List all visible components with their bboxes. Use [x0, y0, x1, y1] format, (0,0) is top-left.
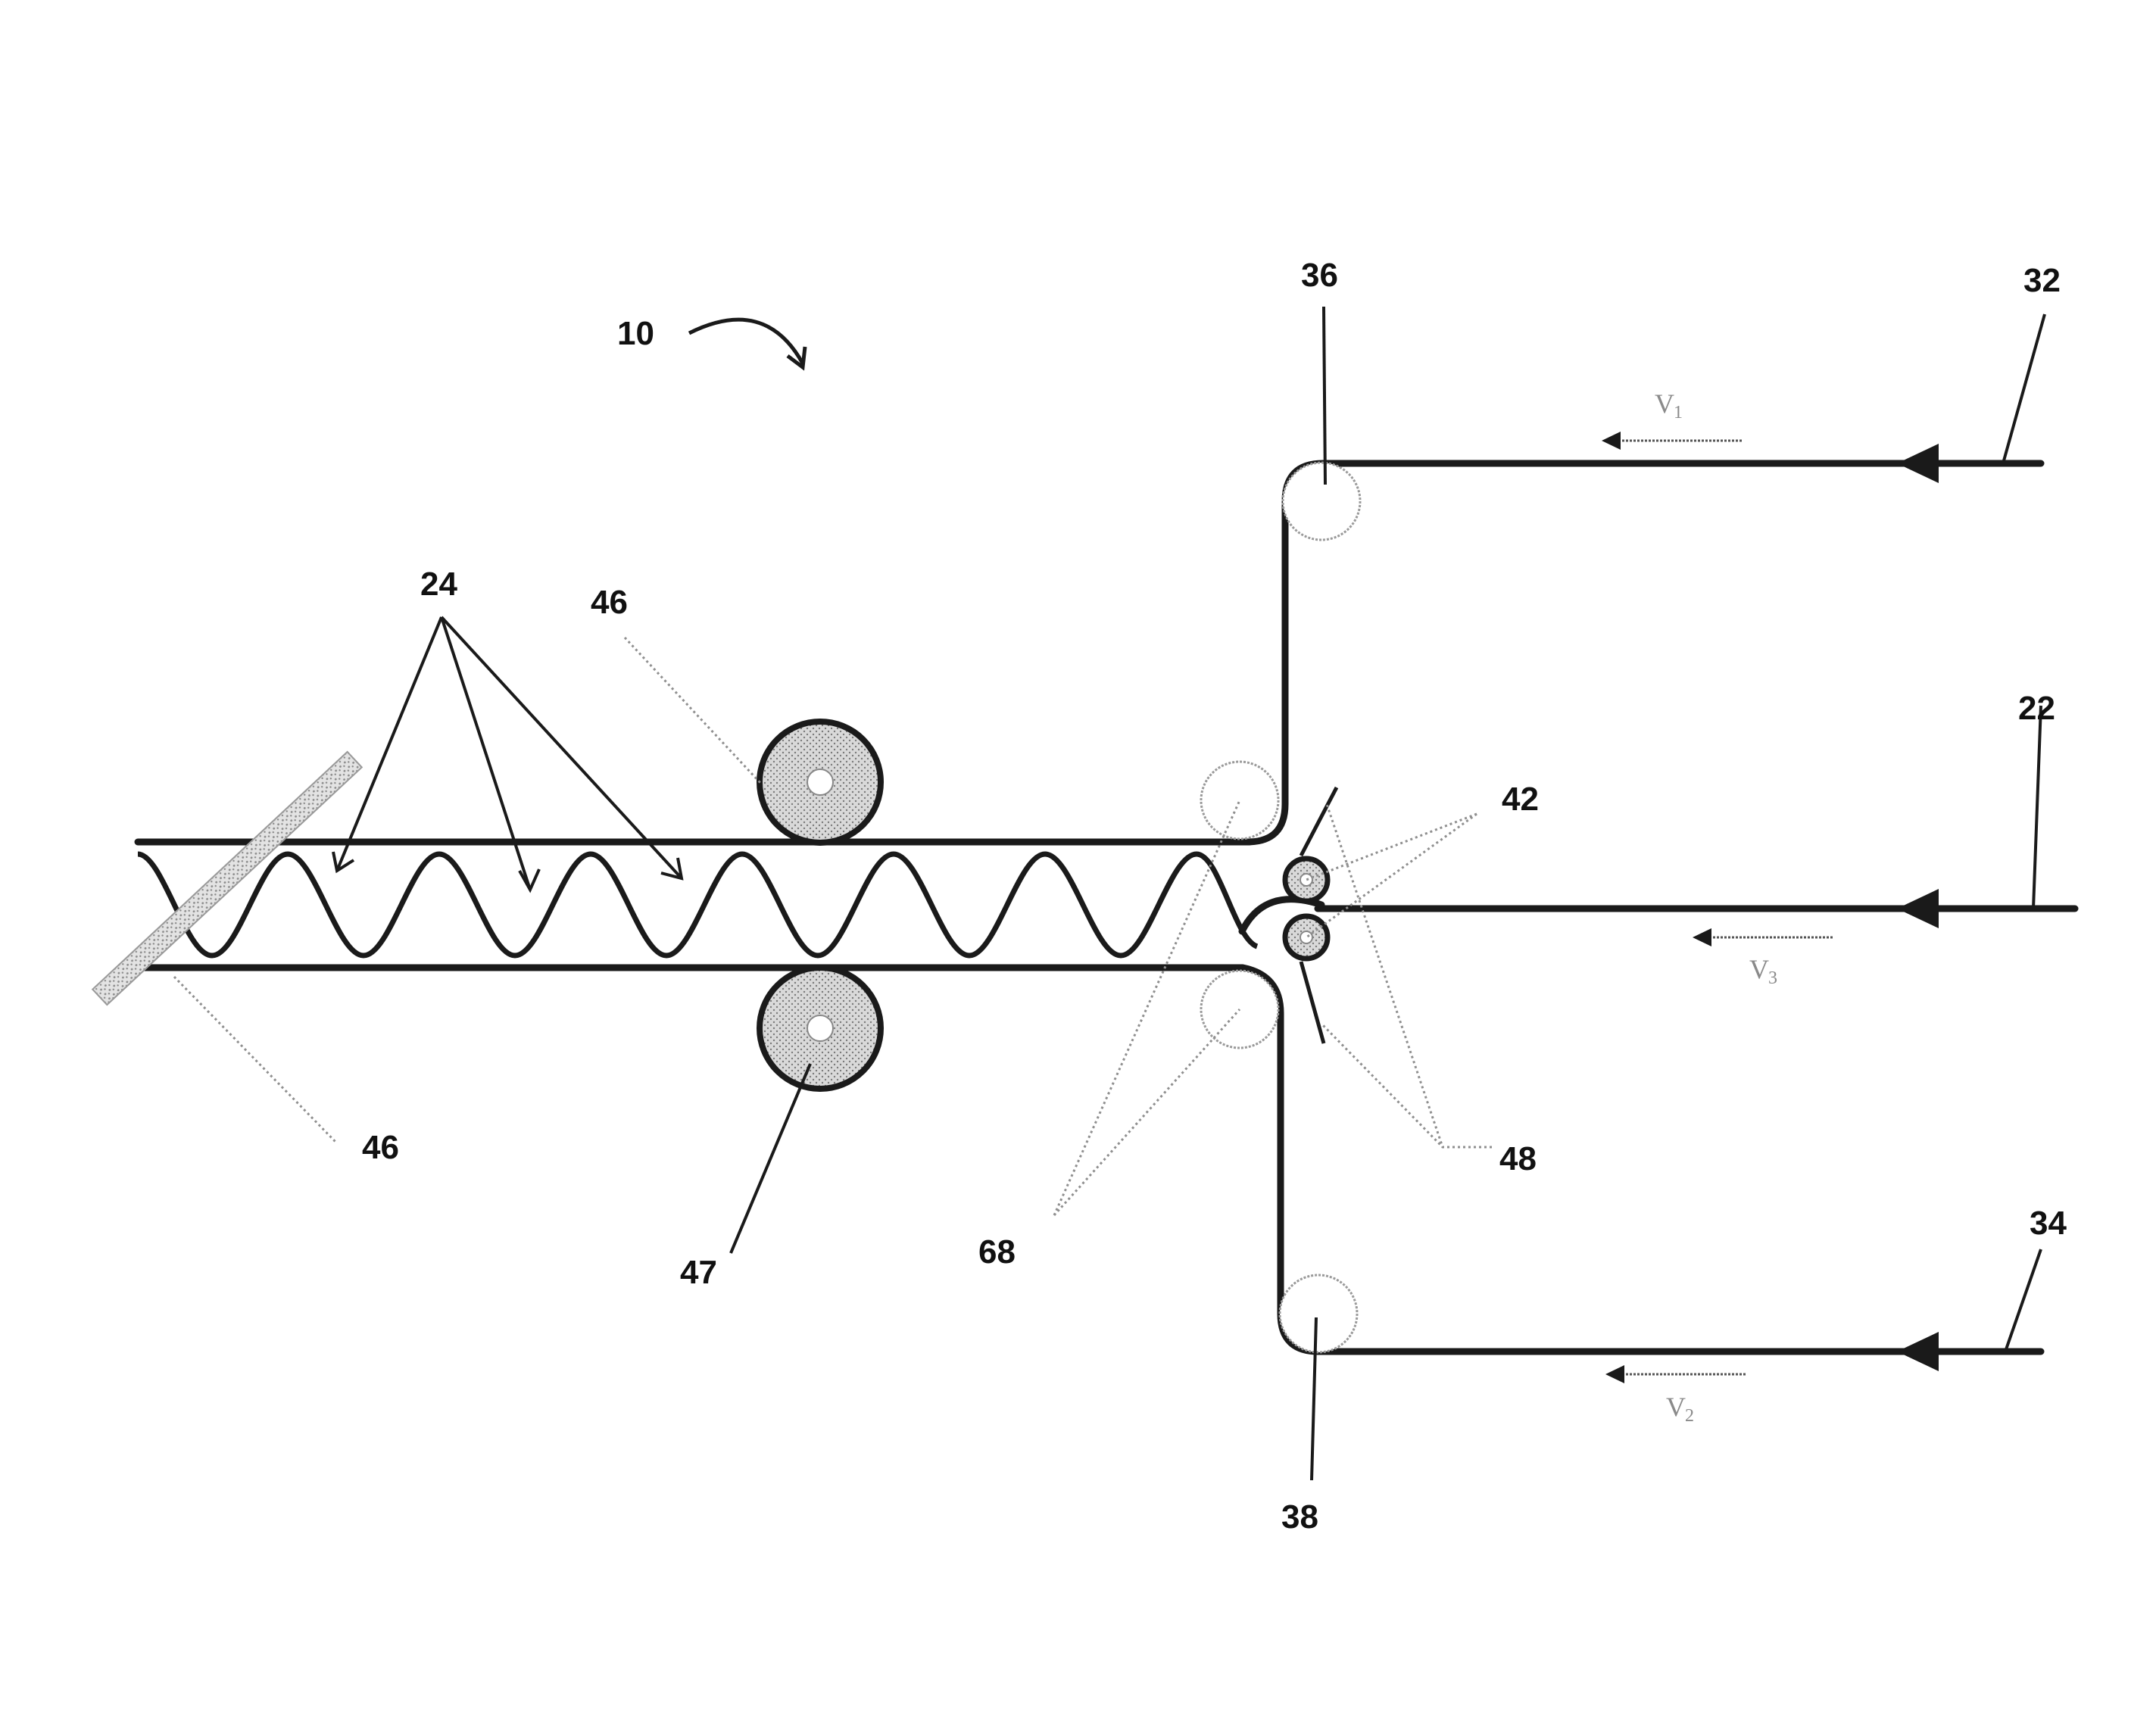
- label-press-roll-lower: 47: [680, 1254, 717, 1291]
- assembly-arrow: [689, 320, 803, 363]
- label-top-roll: 36: [1301, 257, 1338, 294]
- label-idler-rolls: 68: [978, 1233, 1016, 1271]
- svg-text:V: V: [1749, 954, 1769, 984]
- svg-text:1: 1: [1674, 403, 1683, 422]
- label-core-sheet: 22: [2018, 690, 2055, 727]
- upper-nip-roll-hub: [1300, 874, 1312, 886]
- nip-roll-leaders: [1306, 814, 1477, 937]
- top-guide-roll: [1283, 463, 1360, 540]
- svg-text:2: 2: [1685, 1406, 1694, 1426]
- top-sheet-arrowhead: [1897, 444, 1939, 483]
- press-roll-leader: [625, 638, 761, 784]
- velocity-top: V 1: [1602, 388, 1742, 450]
- label-top-sheet: 32: [2023, 262, 2061, 299]
- svg-text:V: V: [1666, 1392, 1686, 1422]
- upper-press-roll-hub: [807, 769, 833, 795]
- core-sheet-leader: [2033, 706, 2041, 909]
- core-sheet-arrowhead: [1897, 889, 1939, 928]
- svg-text:3: 3: [1768, 968, 1777, 988]
- bottom-guide-roll: [1280, 1275, 1357, 1352]
- guide-leaders: [1321, 804, 1492, 1147]
- label-assembly: 10: [617, 315, 654, 352]
- upper-idler-roll: [1201, 762, 1278, 839]
- lower-guide: [1301, 962, 1324, 1043]
- top-sheet-leader: [2003, 314, 2045, 463]
- corrugated-medium: [138, 854, 1257, 956]
- label-bottom-sheet: 34: [2030, 1205, 2067, 1242]
- bottom-sheet-arrowhead: [1897, 1332, 1939, 1371]
- lower-press-roll-leader: [731, 1064, 810, 1253]
- label-bottom-roll: 38: [1281, 1498, 1318, 1536]
- velocity-bottom: V 2: [1605, 1365, 1746, 1426]
- lower-press-roll-hub: [807, 1015, 833, 1041]
- flute-leaders: [333, 617, 682, 890]
- label-flutes: 24: [420, 566, 457, 603]
- label-press-roll-upper: 46: [591, 584, 628, 621]
- lower-nip-roll-hub: [1300, 931, 1312, 943]
- top-roll-leader: [1324, 307, 1325, 485]
- upper-guide: [1301, 787, 1337, 856]
- svg-text:V: V: [1655, 388, 1674, 419]
- bottom-sheet-path: [138, 968, 2041, 1352]
- label-cutter: 46: [362, 1129, 399, 1166]
- label-guides: 48: [1499, 1140, 1537, 1177]
- cutter-leader: [174, 977, 337, 1143]
- top-sheet-path: [138, 463, 2041, 842]
- bottom-sheet-leader: [2005, 1249, 2041, 1352]
- velocity-core: V 3: [1693, 928, 1833, 988]
- label-nip-rolls: 42: [1502, 781, 1539, 818]
